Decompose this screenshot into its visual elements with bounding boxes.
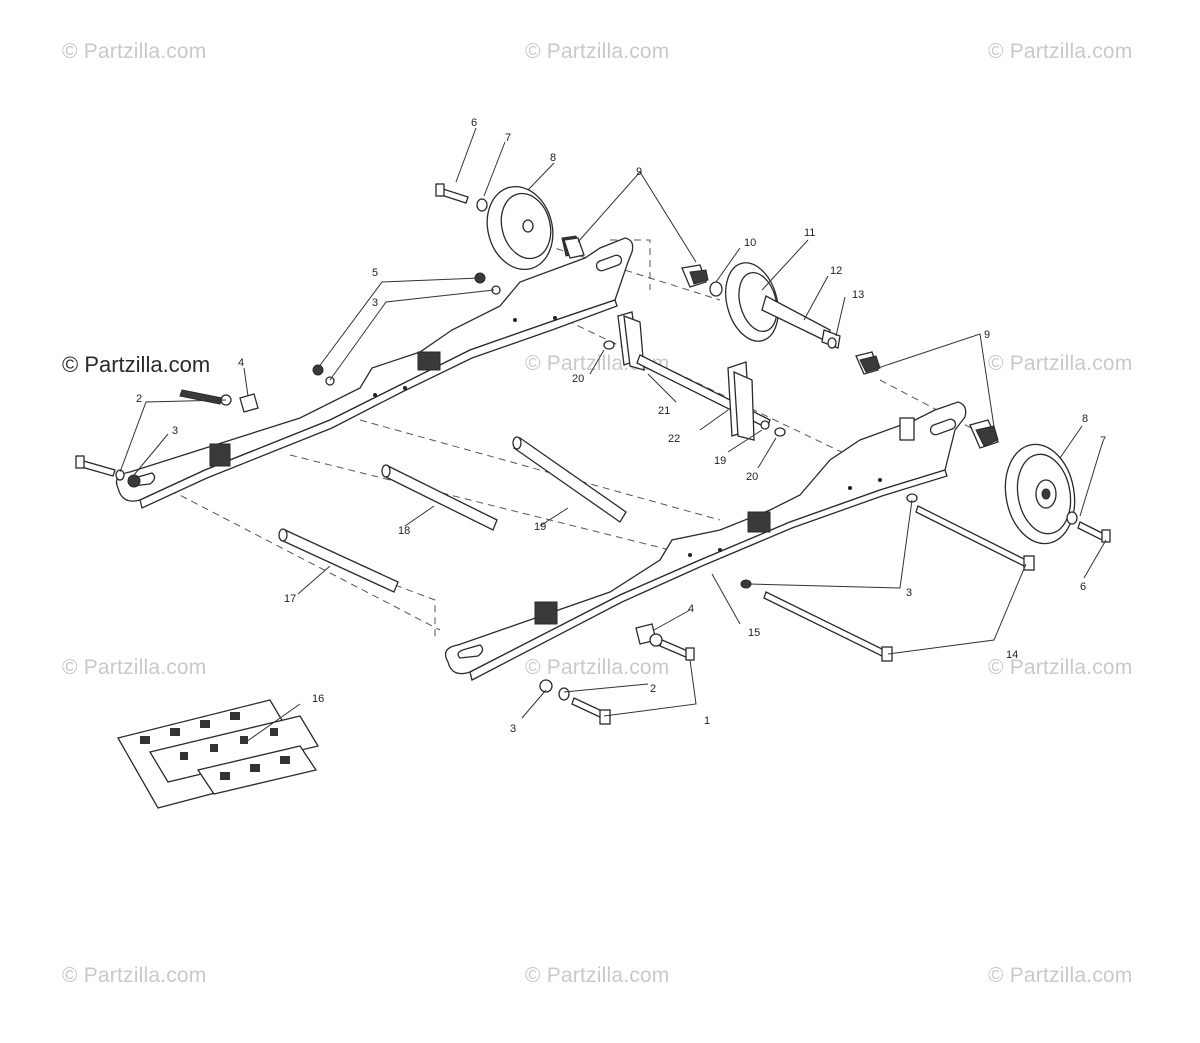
watermark: © Partzilla.com bbox=[988, 656, 1133, 679]
right-rail bbox=[444, 401, 967, 681]
cross-shafts bbox=[278, 436, 627, 593]
callout-20: 20 bbox=[572, 373, 584, 385]
callout-16: 16 bbox=[312, 693, 324, 705]
callout-3: 3 bbox=[172, 425, 178, 437]
watermark: © Partzilla.com bbox=[525, 656, 670, 679]
callout-3: 3 bbox=[510, 723, 516, 735]
callout-6: 6 bbox=[471, 117, 477, 129]
callout-4: 4 bbox=[688, 603, 694, 615]
callout-19: 19 bbox=[714, 455, 726, 467]
watermark: © Partzilla.com bbox=[988, 40, 1133, 63]
watermark: © Partzilla.com bbox=[988, 964, 1133, 987]
callout-8: 8 bbox=[550, 152, 556, 164]
callout-5: 5 bbox=[372, 267, 378, 279]
rear-axle-assembly bbox=[603, 311, 786, 441]
watermark: © Partzilla.com bbox=[525, 964, 670, 987]
callout-18: 18 bbox=[398, 525, 410, 537]
callout-3: 3 bbox=[372, 297, 378, 309]
callout-10: 10 bbox=[744, 237, 756, 249]
callout-7: 7 bbox=[1100, 435, 1106, 447]
center-wheel-assembly bbox=[709, 262, 841, 349]
callout-13: 13 bbox=[852, 289, 864, 301]
callout-2: 2 bbox=[136, 393, 142, 405]
callout-11: 11 bbox=[804, 227, 815, 239]
callout-21: 21 bbox=[658, 405, 670, 417]
callout-2: 2 bbox=[650, 683, 656, 695]
watermark: © Partzilla.com bbox=[62, 964, 207, 987]
callout-7: 7 bbox=[505, 132, 511, 144]
callout-3: 3 bbox=[906, 587, 912, 599]
callout-22: 22 bbox=[668, 433, 680, 445]
callout-14: 14 bbox=[1006, 649, 1018, 661]
watermark-dark: © Partzilla.com bbox=[62, 352, 211, 377]
callout-12: 12 bbox=[830, 265, 842, 277]
watermark: © Partzilla.com bbox=[988, 352, 1133, 375]
bearing-blocks bbox=[561, 235, 999, 449]
callout-8: 8 bbox=[1082, 413, 1088, 425]
front-right-hardware bbox=[539, 623, 695, 725]
watermark: © Partzilla.com bbox=[62, 656, 207, 679]
long-bolts bbox=[740, 493, 1035, 662]
callout-1: 1 bbox=[704, 715, 710, 727]
left-rail bbox=[115, 237, 634, 509]
callout-15: 15 bbox=[748, 627, 760, 639]
callout-20: 20 bbox=[746, 471, 758, 483]
callout-9: 9 bbox=[636, 166, 642, 178]
callout-9: 9 bbox=[984, 329, 990, 341]
leader-lines bbox=[119, 127, 1107, 743]
idler-wheel-right bbox=[1004, 443, 1111, 545]
idler-wheel-left bbox=[435, 183, 554, 271]
callout-17: 17 bbox=[284, 593, 296, 605]
track-clips bbox=[117, 699, 320, 809]
watermark: © Partzilla.com bbox=[62, 40, 207, 63]
callout-4: 4 bbox=[238, 357, 244, 369]
watermark: © Partzilla.com bbox=[525, 40, 670, 63]
callout-labels: 6 7 8 9 10 11 12 13 5 3 4 2 3 20 21 22 1… bbox=[136, 117, 1106, 735]
front-left-hardware bbox=[75, 272, 501, 488]
callout-6: 6 bbox=[1080, 581, 1086, 593]
callout-19: 19 bbox=[534, 521, 546, 533]
